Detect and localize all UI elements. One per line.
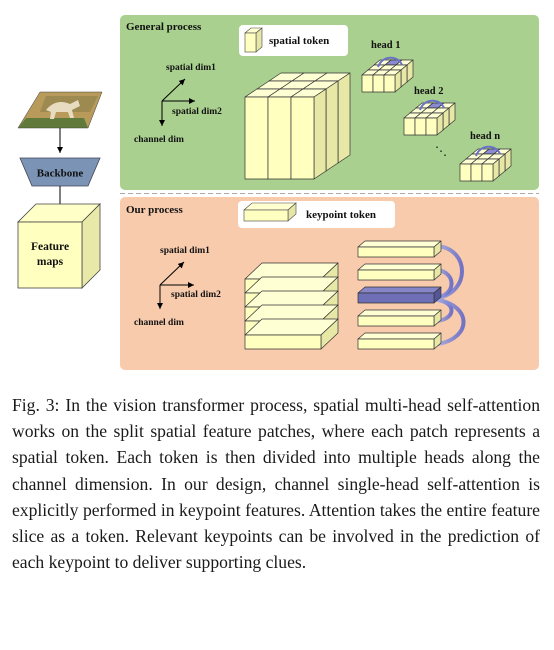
head-subtoken <box>403 117 416 136</box>
spatial-token-column <box>244 96 269 180</box>
spatial-token-column <box>325 80 339 172</box>
figure-caption: Fig. 3: In the vision transformer proces… <box>12 392 540 575</box>
keypoint-slab <box>244 334 322 350</box>
keypoint-token-highlighted <box>357 286 442 294</box>
general-process-title: General process <box>126 21 202 33</box>
head-subtoken <box>383 74 396 93</box>
head-subtoken <box>470 163 483 182</box>
input-image <box>17 91 103 129</box>
our-axes: spatial dim1 spatial dim2 channel dim <box>134 246 221 328</box>
general-axes: spatial dim1 spatial dim2 channel dim <box>134 63 222 145</box>
head-subtoken <box>361 74 374 93</box>
keypoint-token-list <box>357 240 442 350</box>
feature-maps-label-2: maps <box>37 256 64 268</box>
keypoint-token <box>357 240 442 248</box>
head-subtoken <box>459 163 472 182</box>
keypoint-token <box>357 309 442 317</box>
head-1-label: head 1 <box>371 40 400 51</box>
axis-spatial-dim2-ours: spatial dim2 <box>171 290 221 300</box>
spatial-token-column <box>290 96 315 180</box>
keypoint-token-stack <box>244 262 339 350</box>
head-attention-arc <box>377 56 403 68</box>
head-subtoken <box>425 117 438 136</box>
keypoint-token <box>357 332 442 340</box>
our-process-title: Our process <box>126 204 183 216</box>
head-subtoken <box>481 163 494 182</box>
backbone-block: Backbone <box>19 157 101 187</box>
head-attention-arc <box>475 145 501 157</box>
axis-channel-dim-ours: channel dim <box>134 318 184 328</box>
head-2-cube <box>403 99 456 136</box>
axis-channel-dim: channel dim <box>134 135 184 145</box>
head-subtoken <box>372 74 385 93</box>
head-1-cube <box>361 56 414 93</box>
attention-arcs <box>436 244 466 346</box>
process-diagram: Backbone Feature maps General process sp… <box>17 15 539 370</box>
spatial-token-cube <box>244 72 351 180</box>
head-subtoken <box>414 117 427 136</box>
spatial-token-column <box>267 96 292 180</box>
axis-spatial-dim2: spatial dim2 <box>172 107 222 117</box>
keypoint-token-highlighted <box>357 292 435 304</box>
axis-spatial-dim1-ours: spatial dim1 <box>160 246 210 256</box>
caption-text: In the vision transformer process, spati… <box>12 395 540 573</box>
keypoint-token-label: keypoint token <box>306 209 376 221</box>
caption-prefix: Fig. 3: <box>12 395 60 415</box>
spatial-token-column <box>313 88 327 180</box>
keypoint-token <box>357 315 435 327</box>
spatial-token-legend: spatial token <box>239 25 348 56</box>
axis-spatial-dim1: spatial dim1 <box>166 63 216 73</box>
head-attention-arc <box>419 99 445 111</box>
keypoint-token <box>357 338 435 350</box>
keypoint-token <box>357 246 435 258</box>
keypoint-token <box>357 269 435 281</box>
keypoint-token-legend: keypoint token <box>238 201 395 228</box>
heads-ellipsis: ⋱ <box>435 144 447 158</box>
feature-maps-label-1: Feature <box>31 241 69 253</box>
head-2-label: head 2 <box>414 86 443 97</box>
head-n-cube <box>459 145 512 182</box>
backbone-label: Backbone <box>37 168 84 180</box>
spatial-token-label: spatial token <box>269 35 329 47</box>
keypoint-token <box>357 263 442 271</box>
head-n-label: head n <box>470 131 500 142</box>
spatial-token-column <box>337 72 351 164</box>
feature-maps-cube: Feature maps <box>17 203 101 289</box>
